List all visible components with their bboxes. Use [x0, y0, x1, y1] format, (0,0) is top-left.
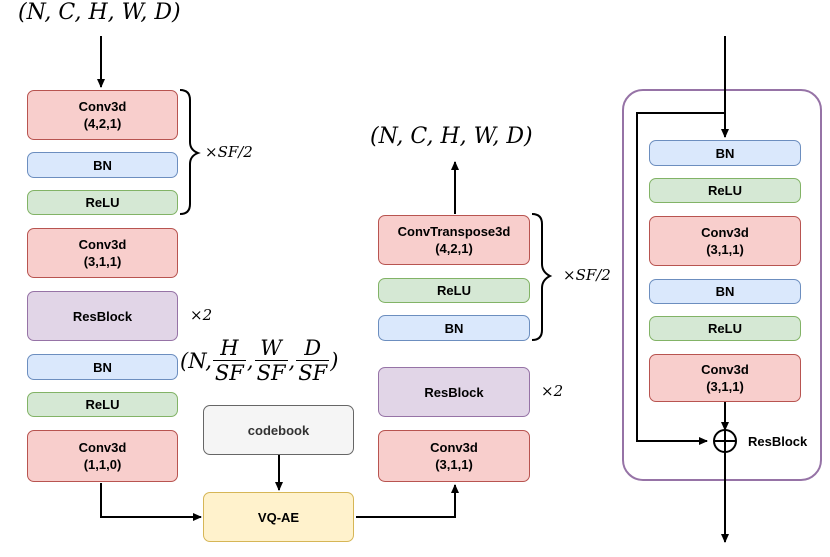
- add-icon: [713, 429, 737, 453]
- latent-w-fraction: W SF: [254, 336, 288, 385]
- skip-connection: [636, 112, 725, 445]
- resblock-conv-1: Conv3d (3,1,1): [649, 216, 801, 266]
- encoder-repeat-label: ×SF/2: [205, 143, 253, 161]
- decoder-conv-in: Conv3d (3,1,1): [378, 430, 530, 482]
- encoder-resblock-repeat-label: ×2: [190, 306, 213, 324]
- output-shape-label: (N, C, H, W, D): [370, 124, 533, 149]
- encoder-repeat-brace: [179, 89, 201, 215]
- latent-h-fraction: H SF: [212, 336, 246, 385]
- resblock-label: ResBlock: [748, 434, 808, 449]
- decoder-repeat-label: ×SF/2: [563, 266, 611, 284]
- latent-d-fraction: D SF: [296, 336, 330, 385]
- decoder-resblock: ResBlock: [378, 367, 530, 417]
- resblock-detail-frame: [622, 89, 822, 481]
- decoder-repeat-brace: [531, 213, 553, 341]
- resblock-relu-2: ReLU: [649, 316, 801, 341]
- latent-shape-label: (N, H SF , W SF , D SF ): [180, 336, 339, 385]
- encoder-resblock: ResBlock: [27, 291, 178, 341]
- encoder-relu-1: ReLU: [27, 190, 178, 215]
- input-shape-label: (N, C, H, W, D): [18, 0, 181, 25]
- latent-suffix: ): [330, 348, 339, 373]
- codebook-box: codebook: [203, 405, 354, 455]
- decoder-conv-transpose: ConvTranspose3d (4,2,1): [378, 215, 530, 265]
- encoder-relu-2: ReLU: [27, 392, 178, 417]
- vqae-to-decoder-arrow: [356, 484, 459, 518]
- resblock-bn-2: BN: [649, 279, 801, 304]
- resblock-bn-1: BN: [649, 140, 801, 166]
- encoder-to-vqae-arrow: [100, 483, 202, 521]
- encoder-bn-2: BN: [27, 354, 178, 380]
- vqae-box: VQ-AE: [203, 492, 354, 542]
- resblock-conv-2: Conv3d (3,1,1): [649, 354, 801, 402]
- resblock-relu-1: ReLU: [649, 178, 801, 203]
- encoder-conv-out: Conv3d (1,1,0): [27, 430, 178, 482]
- latent-prefix: (N,: [180, 348, 212, 373]
- encoder-bn-1: BN: [27, 152, 178, 178]
- encoder-conv-2: Conv3d (3,1,1): [27, 228, 178, 278]
- decoder-relu: ReLU: [378, 278, 530, 303]
- decoder-resblock-repeat-label: ×2: [541, 382, 564, 400]
- decoder-bn: BN: [378, 315, 530, 341]
- encoder-conv-down: Conv3d (4,2,1): [27, 90, 178, 140]
